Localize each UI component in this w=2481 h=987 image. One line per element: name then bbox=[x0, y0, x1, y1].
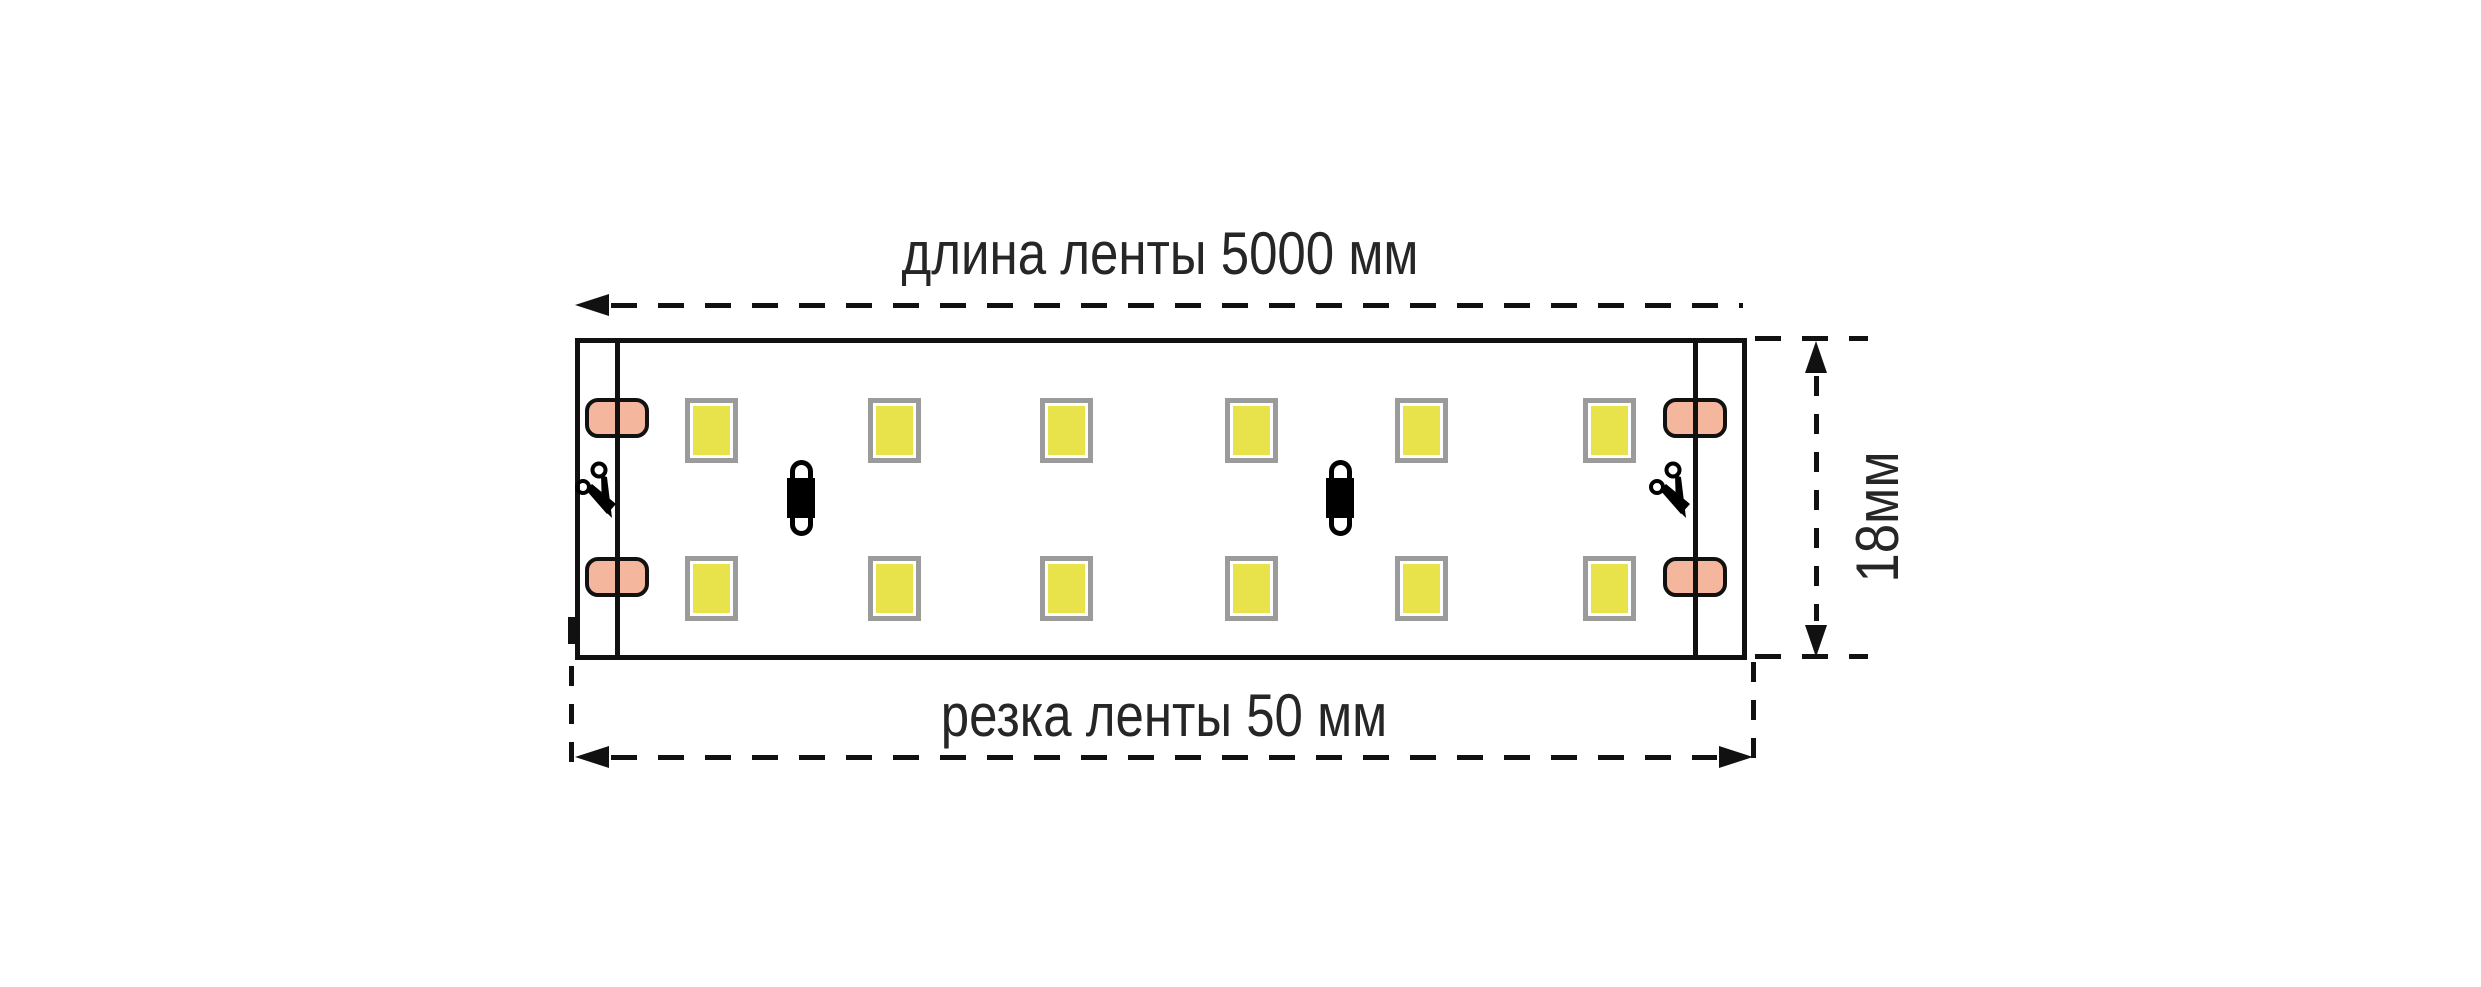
led-chip bbox=[868, 556, 921, 621]
led-chip bbox=[1583, 398, 1636, 463]
tape-length-dimension-line bbox=[611, 303, 1743, 308]
cut-line bbox=[1693, 340, 1698, 658]
arrowhead-up-icon bbox=[1805, 341, 1827, 373]
led-chip bbox=[1225, 398, 1278, 463]
strip-edge-tab bbox=[568, 617, 577, 644]
scissors-icon bbox=[574, 460, 620, 526]
arrowhead-left-icon bbox=[575, 294, 609, 316]
tape-width-dimension-line bbox=[1814, 376, 1819, 621]
cut-extension-left bbox=[569, 666, 574, 774]
led-chip bbox=[1225, 556, 1278, 621]
scissors-icon bbox=[1648, 460, 1694, 526]
resistor-body bbox=[1326, 478, 1354, 518]
led-chip bbox=[1395, 556, 1448, 621]
arrowhead-down-icon bbox=[1805, 625, 1827, 657]
arrowhead-left-icon bbox=[575, 746, 609, 768]
cut-length-label: резка ленты 50 мм bbox=[940, 682, 1388, 749]
led-chip bbox=[685, 556, 738, 621]
cut-line bbox=[615, 340, 620, 658]
led-chip bbox=[1583, 556, 1636, 621]
tape-length-label: длина ленты 5000 мм bbox=[901, 220, 1419, 287]
width-extension-top bbox=[1755, 336, 1868, 341]
tape-width-label: 18мм bbox=[1844, 451, 1911, 583]
led-chip bbox=[1040, 398, 1093, 463]
resistor-body bbox=[787, 478, 815, 518]
led-chip bbox=[1395, 398, 1448, 463]
cut-length-dimension-line bbox=[611, 755, 1717, 760]
led-chip bbox=[1040, 556, 1093, 621]
led-strip-body bbox=[575, 338, 1747, 660]
arrowhead-right-icon bbox=[1719, 746, 1753, 768]
led-chip bbox=[868, 398, 921, 463]
led-chip bbox=[685, 398, 738, 463]
cut-extension-right bbox=[1751, 662, 1756, 774]
